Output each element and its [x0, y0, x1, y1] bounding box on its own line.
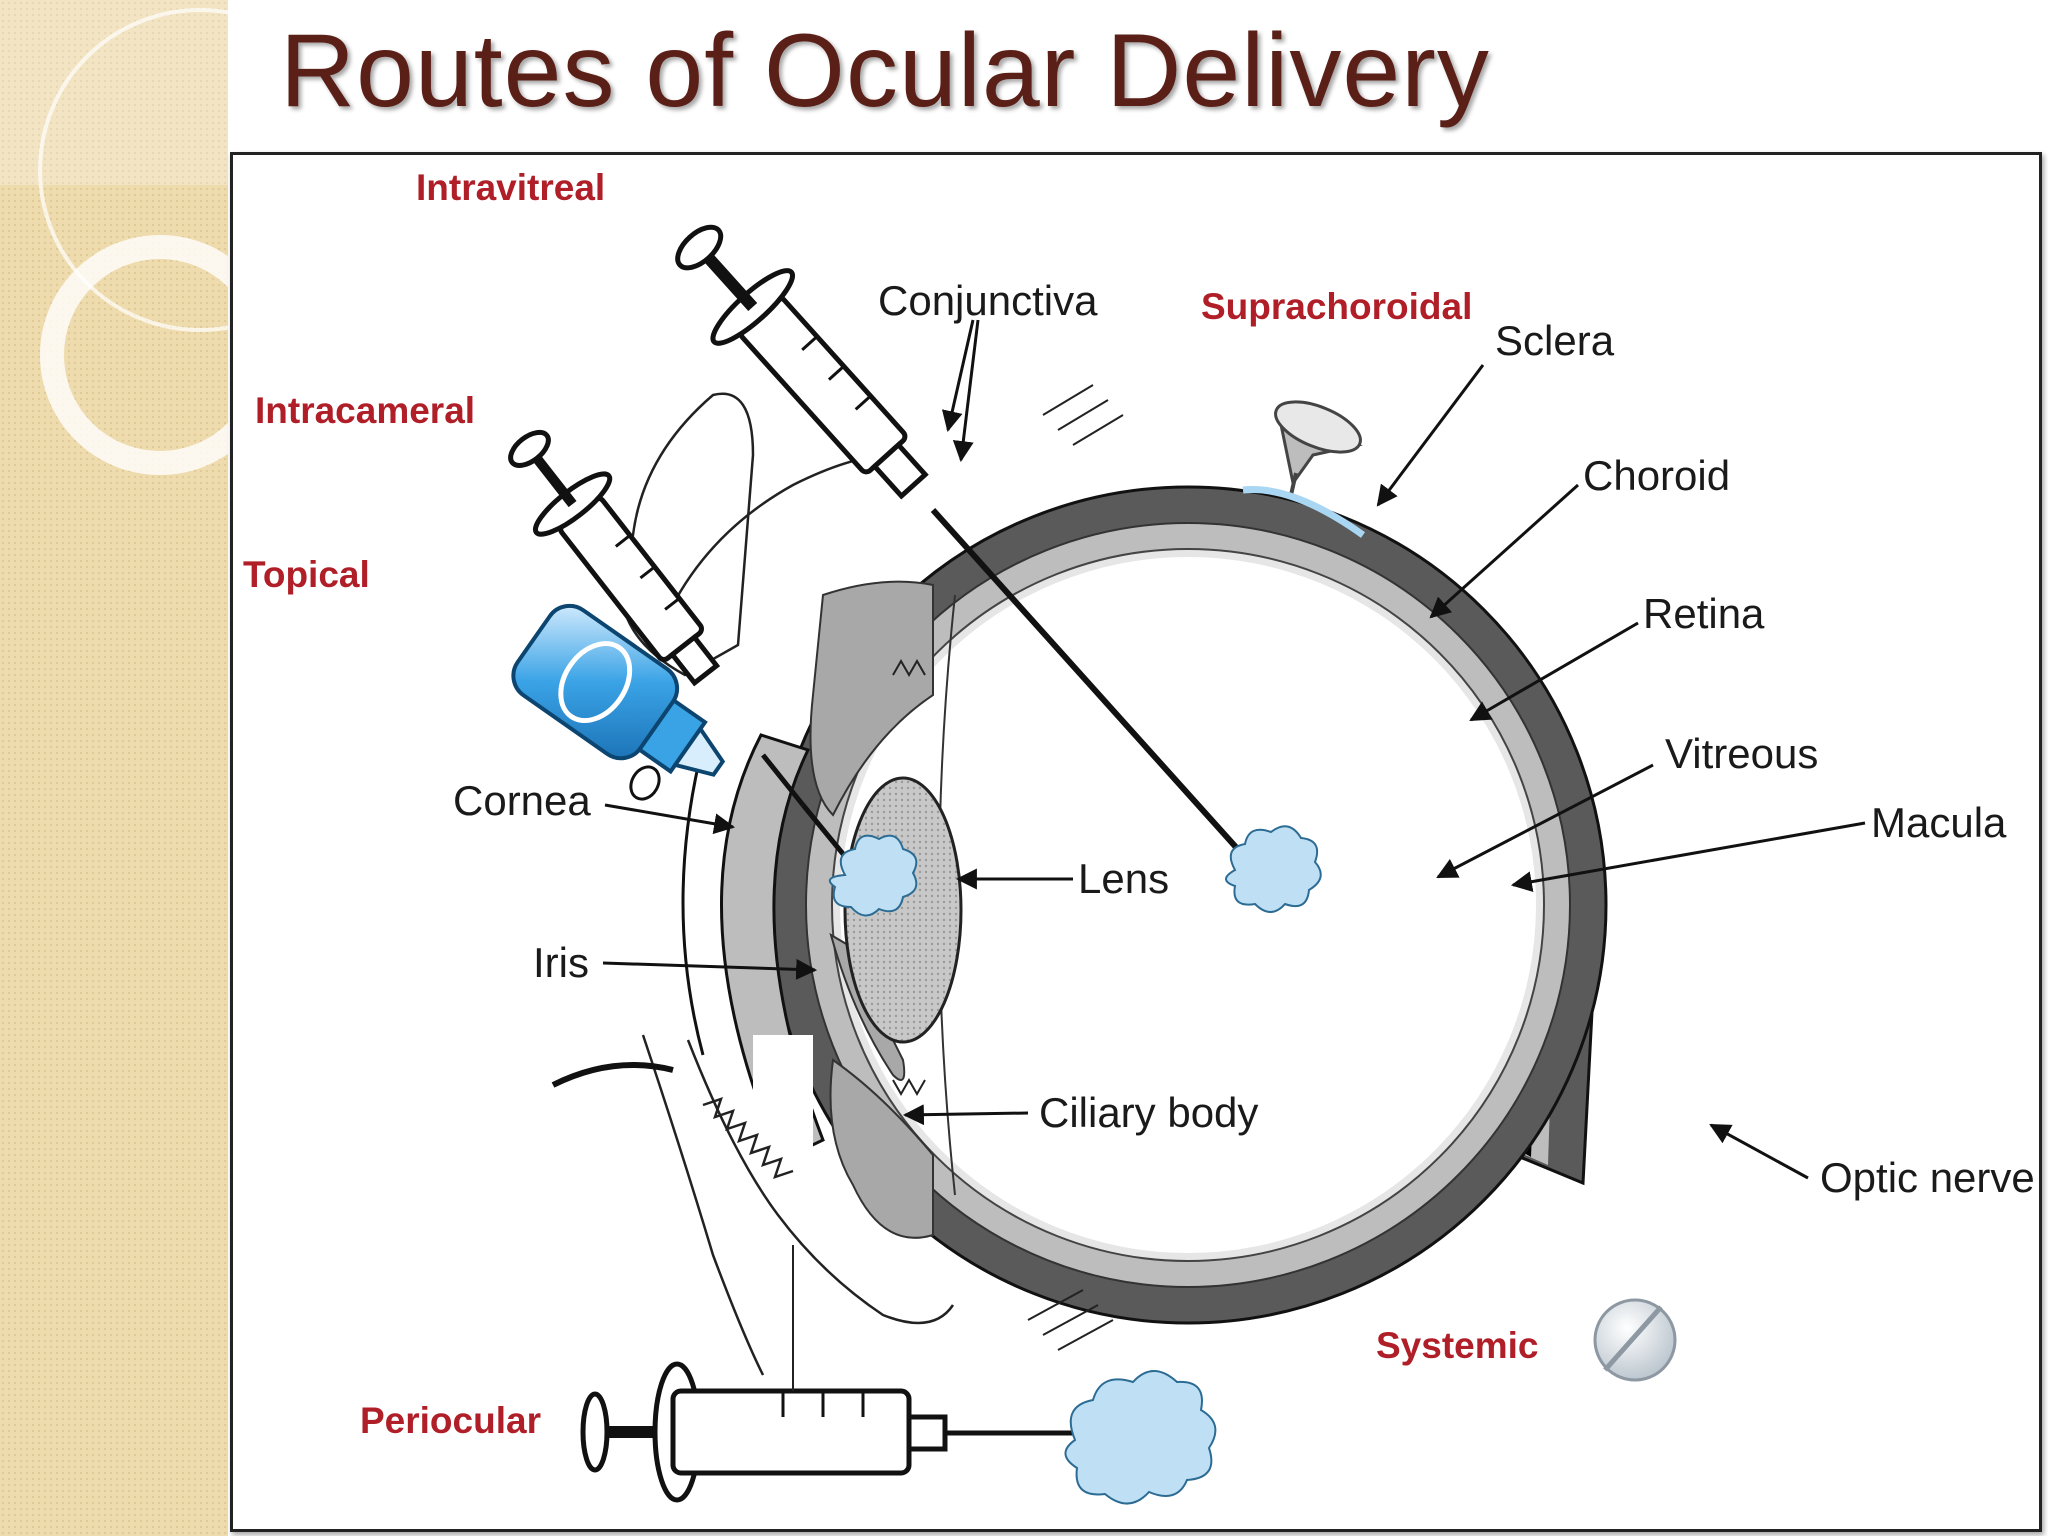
intravitreal-needle: [930, 507, 1246, 858]
ciliary-body: [809, 580, 934, 1239]
intracameral-drug-cloud: [828, 834, 918, 917]
conjunctiva-hatch: [1027, 384, 1124, 1351]
label-sclera: Sclera: [1495, 317, 1615, 364]
pointer-lines: [602, 319, 1866, 1180]
label-suprachoroidal: Suprachoroidal: [1201, 286, 1472, 327]
intravitreal-drug-cloud: [1225, 825, 1322, 913]
label-intracameral: Intracameral: [255, 390, 475, 431]
label-topical: Topical: [243, 554, 370, 595]
label-cornea: Cornea: [453, 777, 591, 824]
label-lens: Lens: [1078, 855, 1169, 902]
label-ciliary-body: Ciliary body: [1039, 1089, 1258, 1136]
sidebar-highlight: [0, 0, 228, 185]
eye-diagram: Intravitreal Intracameral Topical Suprac…: [243, 167, 2035, 1505]
periocular-syringe: [580, 1245, 1217, 1505]
label-optic-nerve: Optic nerve: [1820, 1154, 2035, 1201]
label-retina: Retina: [1643, 590, 1765, 637]
decorative-sidebar: [0, 0, 228, 1536]
label-periocular: Periocular: [360, 1400, 541, 1441]
eye-drop-icon: [629, 765, 661, 801]
vitreous-body: [840, 557, 1536, 1253]
intracameral-syringe: [508, 429, 918, 917]
suprachoroidal-funnel: [1242, 400, 1366, 538]
label-choroid: Choroid: [1583, 452, 1730, 499]
label-vitreous: Vitreous: [1665, 730, 1818, 777]
periocular-drug-cloud: [1064, 1370, 1217, 1505]
small-ring: [40, 235, 228, 475]
label-conjunctiva: Conjunctiva: [878, 277, 1098, 324]
diagram-frame: Intravitreal Intracameral Topical Suprac…: [230, 152, 2042, 1532]
label-macula: Macula: [1871, 799, 2007, 846]
label-systemic: Systemic: [1376, 1325, 1539, 1366]
decorative-rings: [38, 8, 228, 475]
slide-title: Routes of Ocular Delivery: [280, 13, 1490, 129]
topical-dropper-bottle: [511, 603, 726, 801]
systemic-pill-icon: [1593, 1298, 1677, 1382]
label-iris: Iris: [533, 939, 589, 986]
label-intravitreal: Intravitreal: [416, 167, 605, 208]
anterior-segment: [681, 733, 825, 1205]
intravitreal-syringe: [675, 224, 1322, 913]
large-ring: [38, 8, 228, 332]
